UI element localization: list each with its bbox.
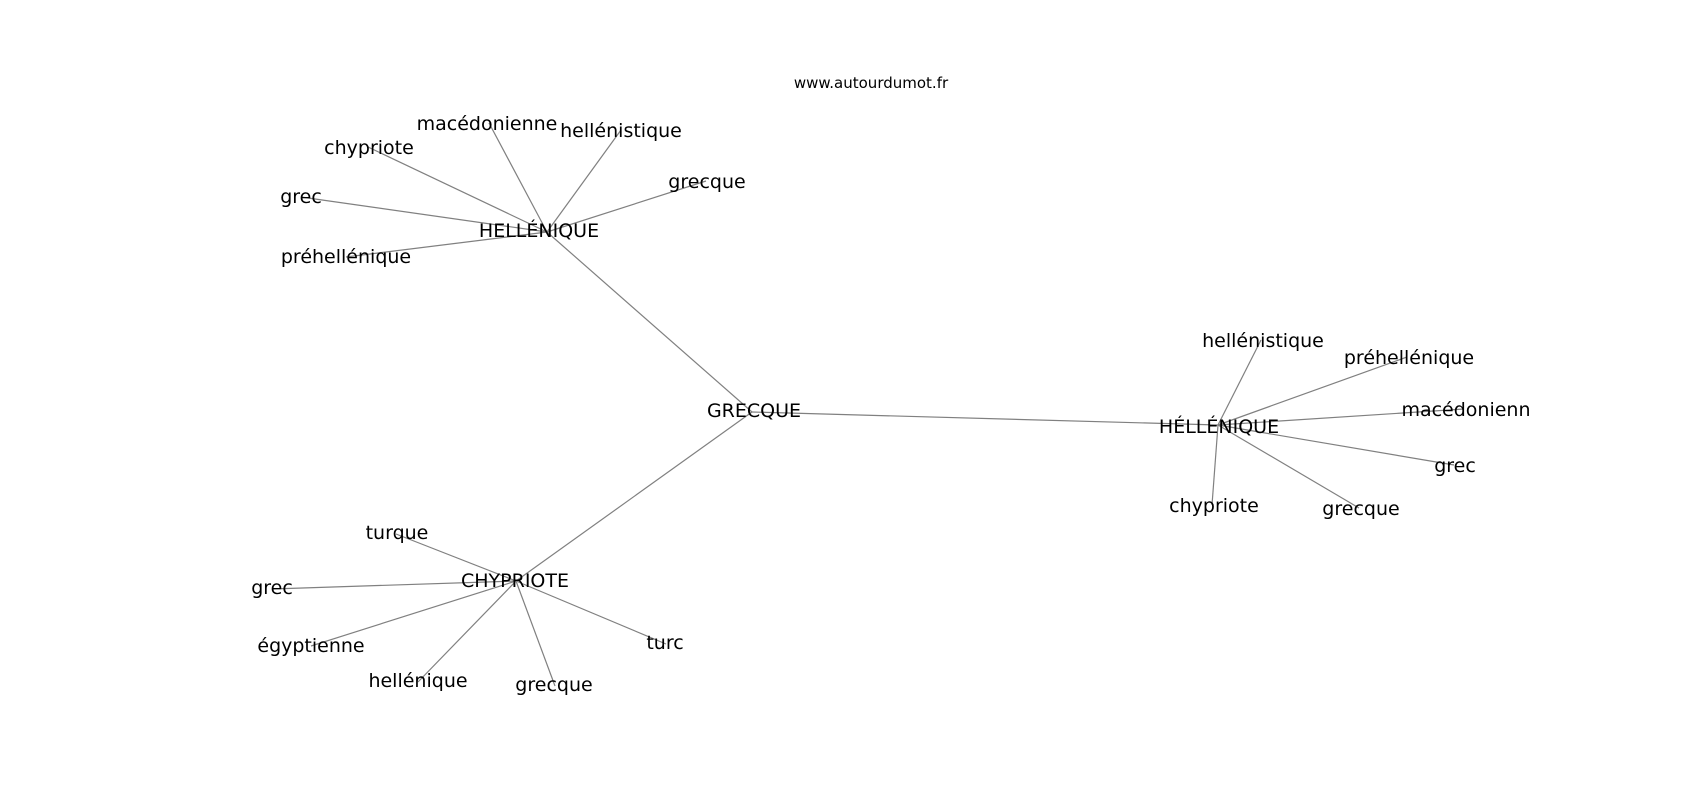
node-leaf: préhellénique [1344, 347, 1474, 369]
node-leaf: macédonienne [417, 113, 558, 135]
node-leaf: hellénistique [560, 120, 682, 142]
edge-hellenique-hellenistique [546, 129, 622, 233]
edge-hellenique2-hellenistique [1217, 339, 1262, 426]
node-leaf: grec [251, 577, 293, 599]
node-leaf: grecque [668, 171, 745, 193]
edge-grecque-chypriote [515, 411, 753, 582]
node-leaf: hellénistique [1202, 330, 1324, 352]
edge-hellenique2-grecque [1217, 424, 1360, 509]
edge-hellenique2-grec [1217, 424, 1455, 466]
node-leaf: grec [1434, 455, 1476, 477]
edge-chypriote-hellenique [417, 580, 517, 683]
node-leaf: turc [646, 632, 683, 654]
node-leaf: égyptienne [257, 635, 364, 657]
node-center: GRECQUE [707, 400, 801, 422]
node-leaf: grecque [515, 674, 592, 696]
edge-chypriote-egyptienne [310, 580, 517, 647]
node-hub: HÉLLÉNIQUE [1159, 415, 1279, 438]
node-leaf: grecque [1322, 498, 1399, 520]
edge-hellenique2-macedonienn [1217, 408, 1465, 426]
site-watermark: www.autourdumot.fr [794, 74, 949, 92]
graph-edges [271, 122, 1465, 687]
edge-chypriote-grec [271, 580, 517, 590]
edge-grecque-hellenique-accent [751, 411, 1219, 426]
edge-chypriote-turque [395, 533, 517, 582]
node-leaf: grec [280, 186, 322, 208]
node-leaf: préhellénique [281, 246, 411, 268]
edge-hellenique2-prehellenique [1217, 356, 1408, 426]
node-hub: CHYPRIOTE [461, 570, 569, 592]
edge-hellenique-chypriote [367, 146, 548, 233]
edge-chypriote-grecque [515, 580, 556, 687]
node-leaf: turque [366, 522, 429, 544]
node-leaf: chypriote [1169, 495, 1259, 517]
node-hub: HELLÉNIQUE [479, 219, 599, 242]
edge-hellenique2-chypriote [1211, 424, 1219, 506]
edge-hellenique-prehellenique [345, 231, 548, 258]
edge-grecque-hellenique [546, 231, 753, 413]
node-leaf: hellénique [368, 670, 467, 692]
node-leaf: chypriote [324, 137, 414, 159]
edge-hellenique-grec [300, 196, 548, 233]
edge-chypriote-turc [515, 580, 667, 645]
node-leaf: macédonienn [1401, 399, 1530, 421]
edge-hellenique-grecque [546, 180, 707, 233]
graph-labels: www.autourdumot.fr GRECQUE HELLÉNIQUE ma… [251, 74, 1530, 696]
edge-hellenique-macedonienne [488, 122, 548, 233]
